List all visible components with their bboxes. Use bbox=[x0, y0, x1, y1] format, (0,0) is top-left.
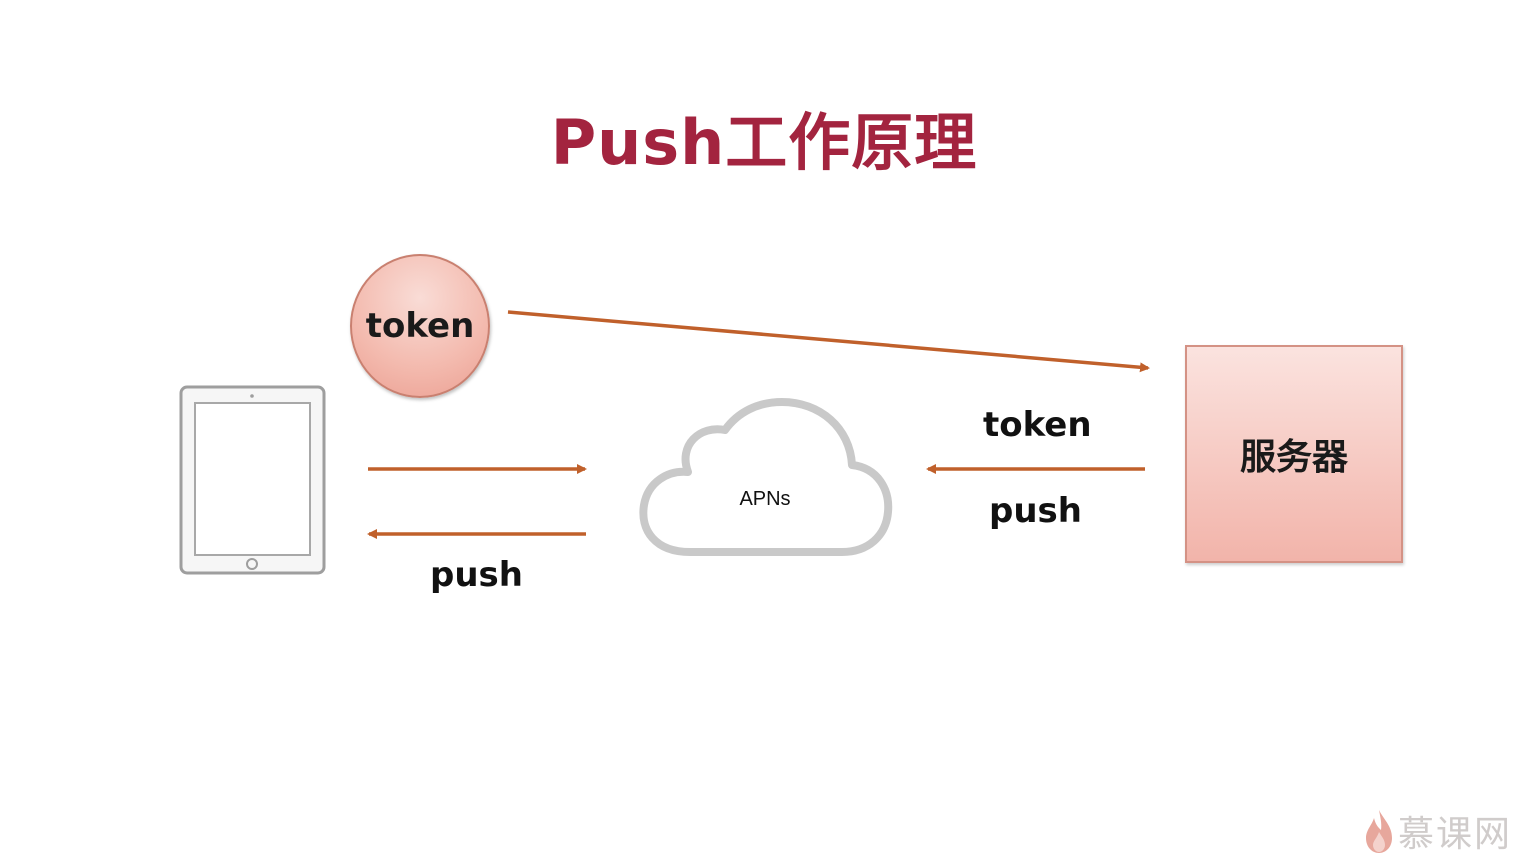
edge-label-token-server: token bbox=[983, 405, 1092, 445]
token-bubble-label: token bbox=[365, 306, 475, 346]
watermark: 慕课网 bbox=[1364, 806, 1512, 856]
flame-logo-icon bbox=[1366, 810, 1392, 853]
server-box: 服务器 bbox=[1185, 345, 1403, 563]
cloud-icon bbox=[639, 398, 893, 556]
edge-label-push-device: push bbox=[430, 555, 523, 595]
apns-label: APNs bbox=[739, 488, 791, 510]
server-label: 服务器 bbox=[1239, 437, 1348, 478]
token-bubble: token bbox=[350, 254, 490, 398]
slide-title: Push工作原理 bbox=[550, 106, 978, 179]
tablet-icon bbox=[179, 385, 326, 575]
arrow-token-to-server bbox=[507, 310, 1150, 373]
watermark-text: 慕课网 bbox=[1398, 814, 1513, 855]
edge-label-push-server: push bbox=[989, 491, 1082, 531]
